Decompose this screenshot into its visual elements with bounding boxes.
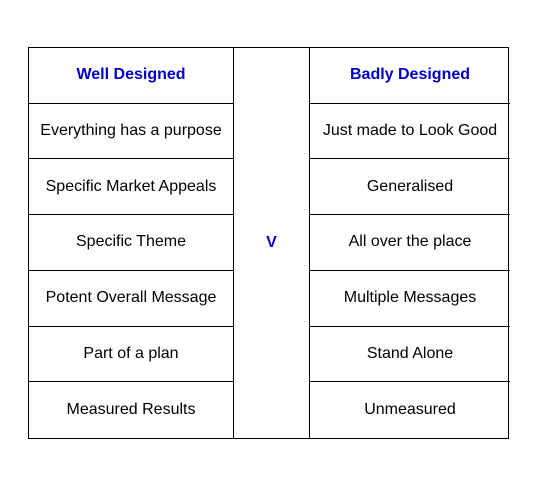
badly-designed-item: Generalised [310,159,510,216]
badly-designed-item: Just made to Look Good [310,104,510,160]
badly-designed-item: Unmeasured [364,401,456,419]
badly-designed-header: Badly Designed [310,48,510,104]
badly-designed-item: All over the place [310,215,510,271]
comparison-table: Well Designed Badly Designed V Everythin… [28,47,510,439]
versus-label: V [234,48,310,438]
badly-designed-item: Stand Alone [310,327,510,383]
badly-designed-item: Multiple Messages [310,271,510,327]
well-designed-item: Measured Results [29,382,234,438]
well-designed-item: Specific Theme [29,215,234,271]
well-designed-item: Potent Overall Message [29,270,234,327]
well-designed-header: Well Designed [29,48,234,104]
well-designed-item: Specific Market Appeals [29,159,234,216]
well-designed-item: Everything has a purpose [29,103,234,160]
well-designed-item: Part of a plan [29,326,234,383]
